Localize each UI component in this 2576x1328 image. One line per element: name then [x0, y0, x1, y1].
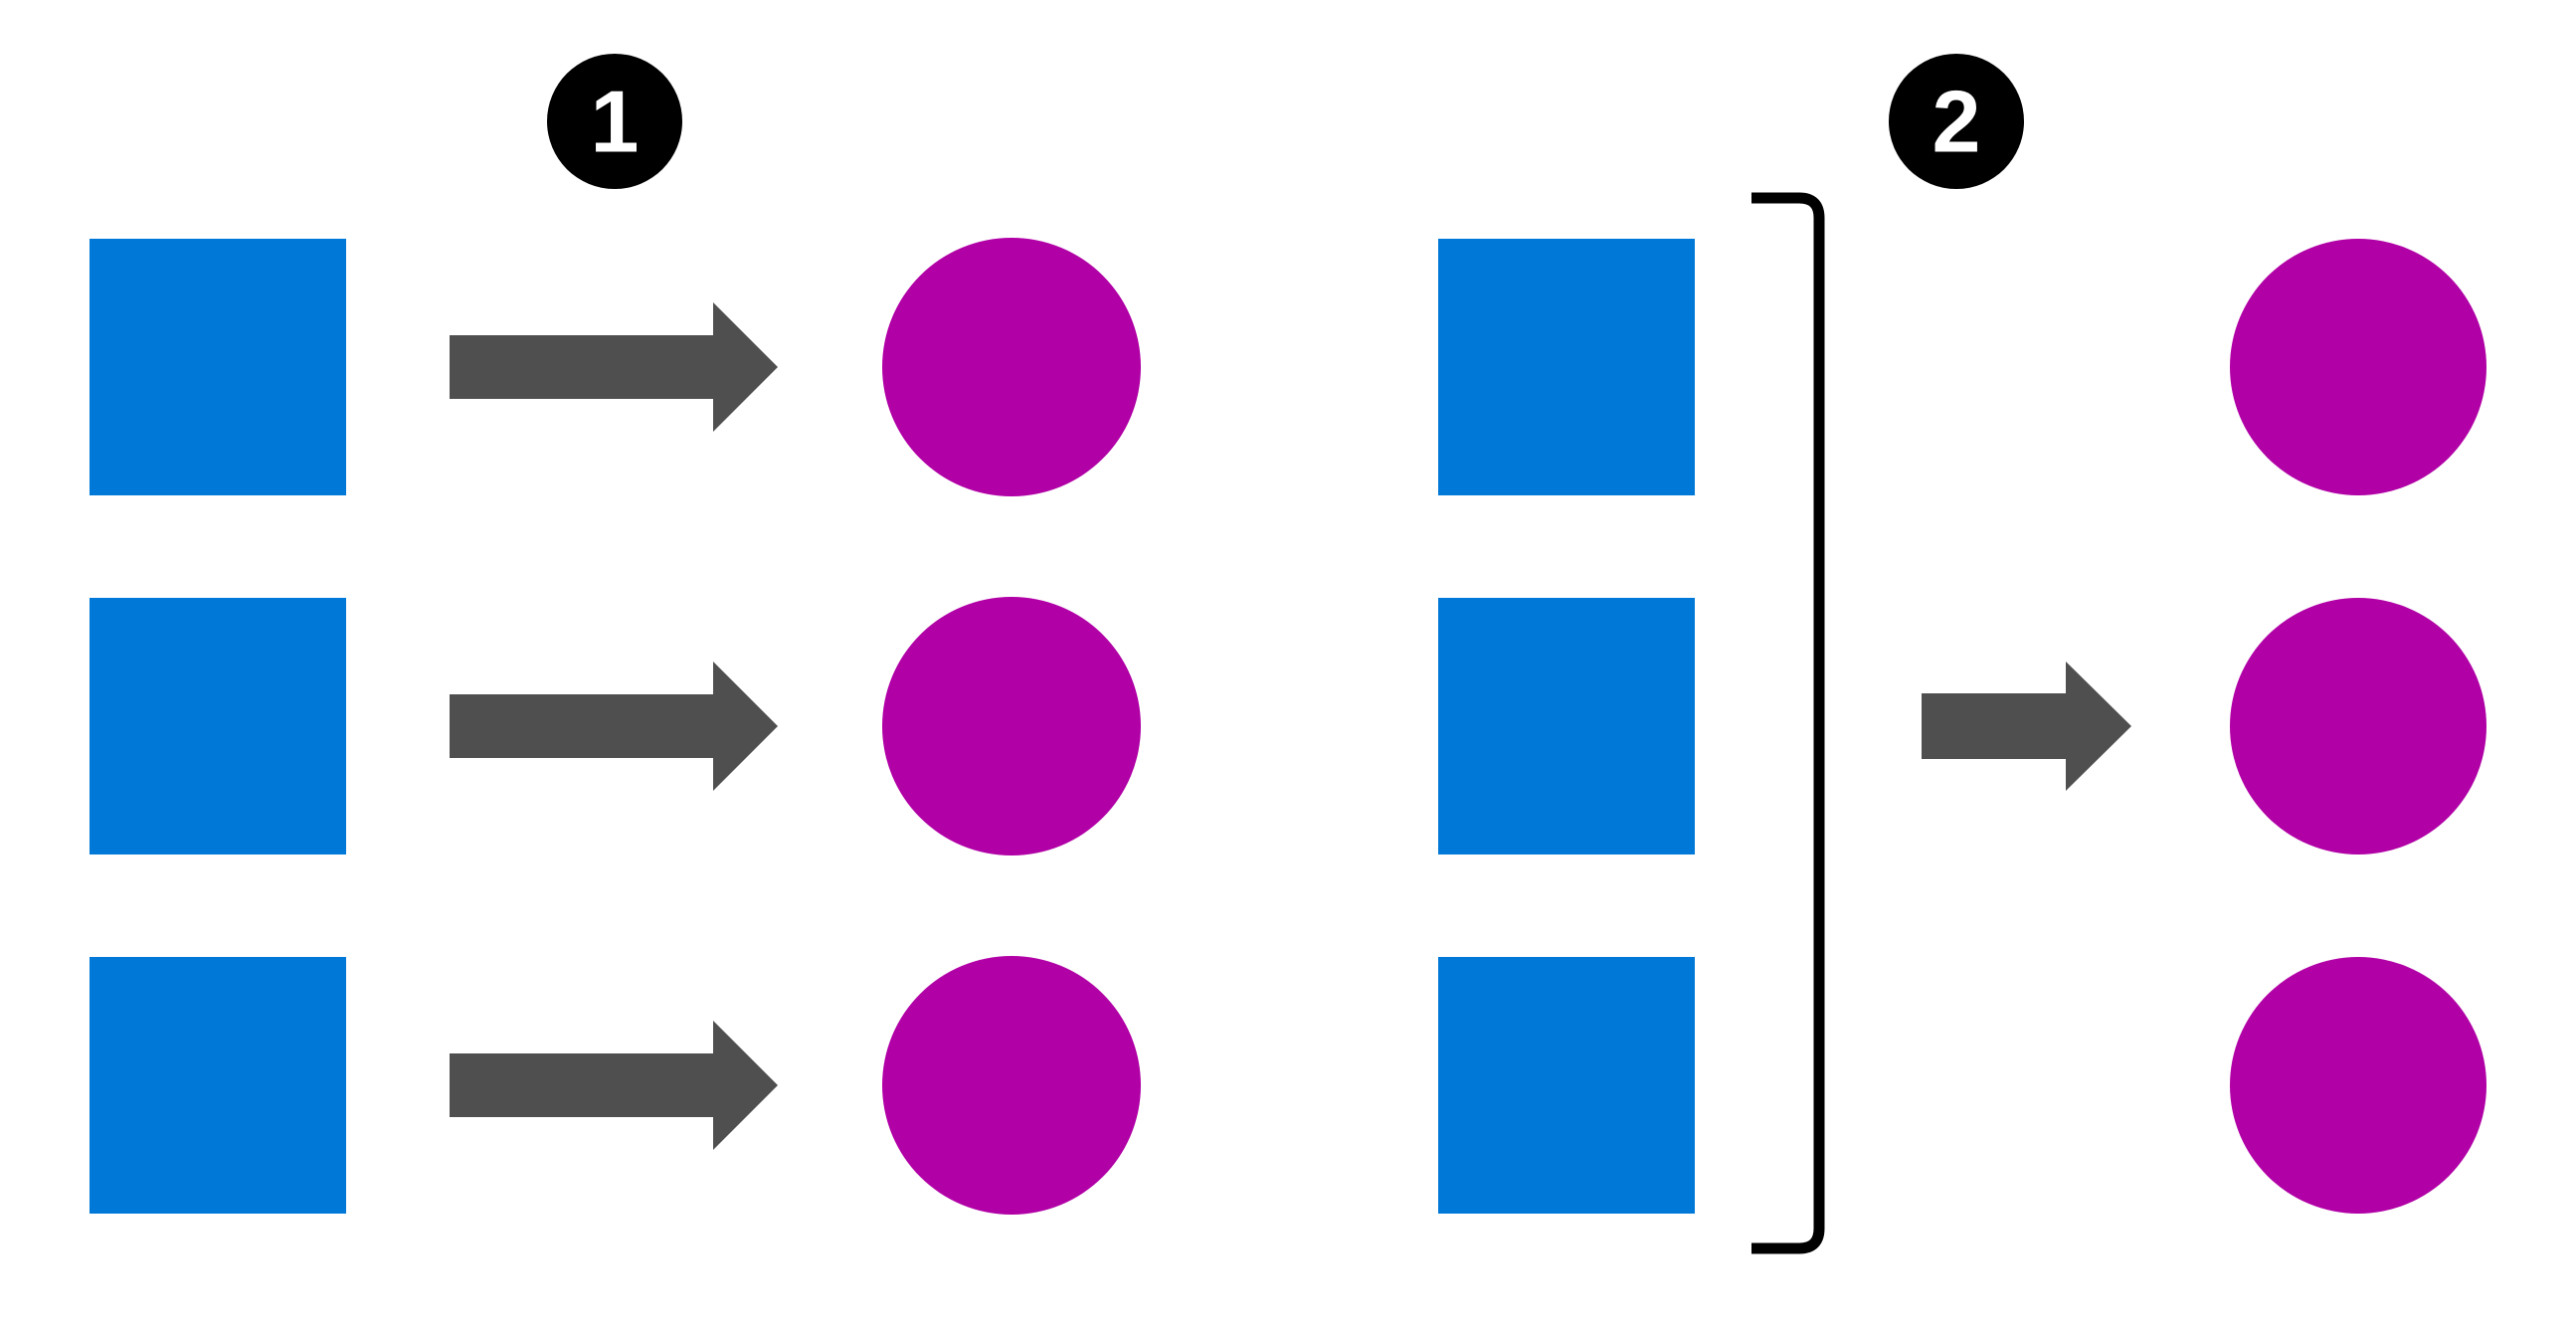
step1-badge: 1 [547, 54, 682, 189]
step1-arrow-icon-3 [450, 1021, 778, 1150]
step2-output-circle-3 [2230, 957, 2486, 1214]
step1-arrow-icon-2 [450, 662, 778, 791]
step2-input-square-1 [1438, 239, 1695, 495]
group-bracket-icon [1751, 192, 1825, 1254]
step2-badge-label: 2 [1932, 73, 1981, 171]
step1-badge-label: 1 [591, 73, 640, 171]
step1-output-circle-1 [882, 238, 1141, 496]
step1-arrow-icon-1 [450, 302, 778, 432]
step2-badge-circle [1889, 54, 2024, 189]
step2-input-square-3 [1438, 957, 1695, 1214]
step1-input-square-1 [90, 239, 346, 495]
step1-badge-circle [547, 54, 682, 189]
step2-input-square-2 [1438, 598, 1695, 854]
step2-output-circle-2 [2230, 598, 2486, 854]
step1-output-circle-2 [882, 597, 1141, 855]
step1-output-circle-3 [882, 956, 1141, 1215]
step2-output-circle-1 [2230, 239, 2486, 495]
step1-input-square-3 [90, 957, 346, 1214]
step2-badge: 2 [1889, 54, 2024, 189]
step2-arrow-icon [1922, 662, 2131, 791]
step1-input-square-2 [90, 598, 346, 854]
